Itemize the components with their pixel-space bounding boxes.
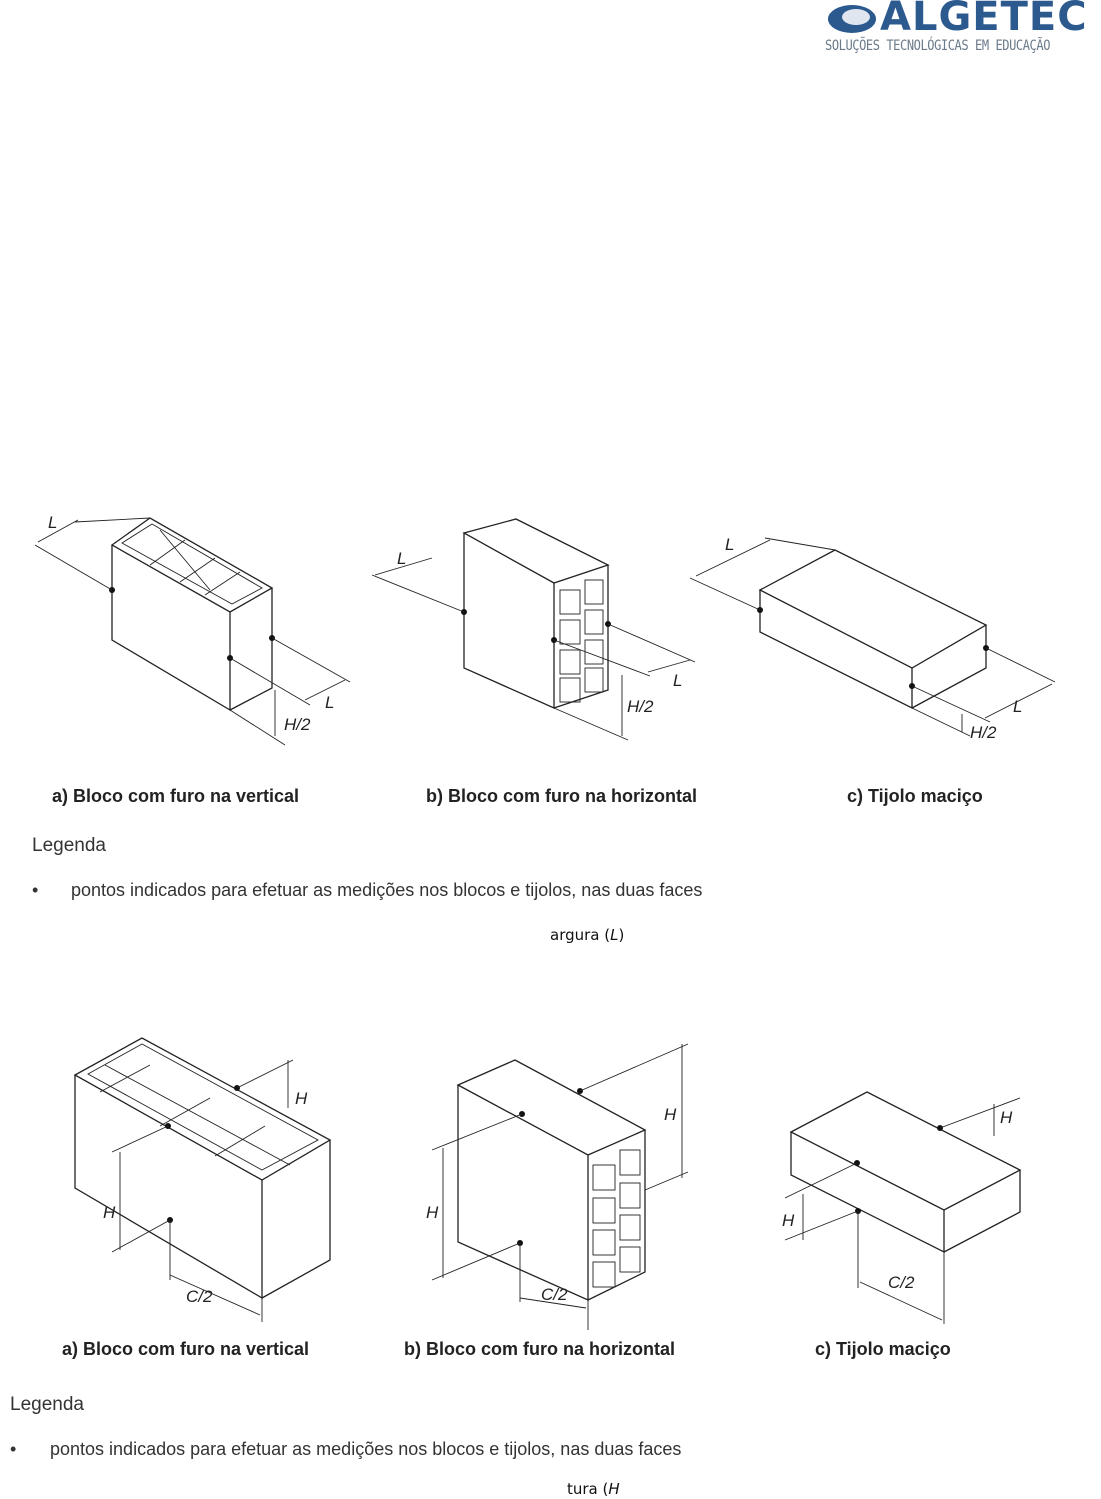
figure1-legend-title: Legenda <box>32 835 106 856</box>
figure1b-horizontal-block: L L H/2 <box>371 518 696 741</box>
figure2c-solid-brick: H H C/2 <box>782 1091 1022 1324</box>
figure2-legend-title: Legenda <box>10 1394 84 1415</box>
figure2-caption-c: c) Tijolo maciço <box>815 1339 951 1359</box>
svg-text:H/2: H/2 <box>627 697 654 716</box>
figure2b-horizontal-block: H H C/2 <box>426 1043 689 1330</box>
svg-text:H: H <box>1000 1108 1013 1127</box>
svg-text:L: L <box>725 535 734 554</box>
figure2a-vertical-block: H H C/2 <box>73 1037 332 1322</box>
svg-text:L: L <box>1013 697 1022 716</box>
figure1-note: argura (L) <box>550 926 625 944</box>
logo-tagline: SOLUÇÕES TECNOLÓGICAS EM EDUCAÇÃO <box>825 38 1051 54</box>
figure2-legend-text: pontos indicados para efetuar as mediçõe… <box>50 1439 682 1459</box>
svg-text:H: H <box>782 1211 795 1230</box>
svg-text:L: L <box>673 671 682 690</box>
figure2-caption-a: a) Bloco com furo na vertical <box>62 1339 310 1359</box>
svg-text:H: H <box>426 1203 439 1222</box>
svg-text:H: H <box>664 1105 677 1124</box>
figure1-drawings: L L H/2 L L H/2 L L H/2 <box>34 513 1056 746</box>
figure1a-vertical-block: L L H/2 <box>34 513 351 746</box>
algetec-logo <box>824 0 1076 60</box>
svg-text:H: H <box>103 1203 116 1222</box>
svg-text:L: L <box>397 549 406 568</box>
logo-word: ALGETEC <box>880 0 1088 40</box>
svg-text:C/2: C/2 <box>186 1287 213 1306</box>
figure2-drawings: H H C/2 H H C/2 H H C/2 <box>73 1037 1022 1330</box>
figure2-note: tura (H <box>567 1480 620 1498</box>
figure2-legend-bullet: • <box>10 1439 17 1459</box>
figure1-caption-b: b) Bloco com furo na horizontal <box>426 786 697 806</box>
svg-text:L: L <box>48 513 57 532</box>
figure1c-solid-brick: L L H/2 <box>689 535 1056 742</box>
svg-text:L: L <box>325 693 334 712</box>
figure1-legend-bullet: • <box>32 880 39 900</box>
figure2-caption-b: b) Bloco com furo na horizontal <box>404 1339 675 1359</box>
figure1-caption-a: a) Bloco com furo na vertical <box>52 786 300 806</box>
figure1-caption-c: c) Tijolo maciço <box>847 786 983 806</box>
figure1-legend-text: pontos indicados para efetuar as mediçõe… <box>71 880 703 900</box>
svg-text:H/2: H/2 <box>284 715 311 734</box>
svg-text:C/2: C/2 <box>541 1285 568 1304</box>
svg-text:H: H <box>295 1089 308 1108</box>
svg-text:C/2: C/2 <box>888 1273 915 1292</box>
logo-swoosh-icon <box>828 5 876 33</box>
svg-text:H/2: H/2 <box>970 723 997 742</box>
